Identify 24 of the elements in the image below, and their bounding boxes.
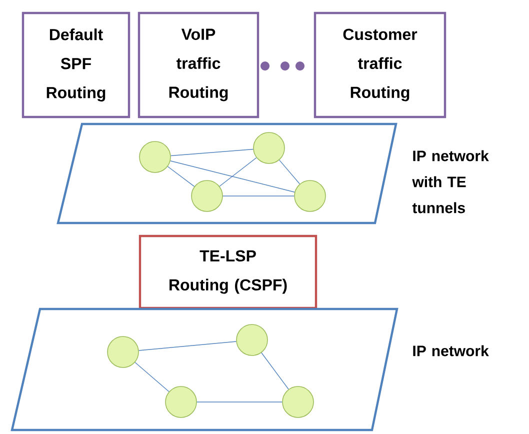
routing-box: TE-LSP Routing (CSPF) bbox=[138, 234, 318, 310]
link-line bbox=[138, 341, 237, 351]
router-circle bbox=[139, 141, 171, 173]
routing-box: Default SPF Routing bbox=[22, 12, 130, 118]
router-circle bbox=[107, 336, 139, 368]
link-line bbox=[219, 157, 257, 187]
router-circle bbox=[253, 132, 285, 164]
node-label: IP network bbox=[413, 345, 489, 356]
link-line bbox=[167, 166, 195, 187]
router-circle bbox=[165, 386, 197, 418]
routing-box: Customer traffic Routing bbox=[314, 12, 446, 118]
router-circle bbox=[236, 324, 268, 356]
node-label: IP network with TE tunnels bbox=[412, 150, 489, 214]
link-line bbox=[170, 160, 295, 192]
link-line bbox=[261, 352, 289, 390]
router-circle bbox=[282, 386, 314, 418]
network-plane: IP network with TE tunnels bbox=[56, 122, 489, 224]
router-circle bbox=[191, 180, 223, 212]
link-line bbox=[170, 148, 254, 156]
routing-box: VoIP traffic Routing bbox=[138, 12, 260, 118]
link-line bbox=[134, 362, 170, 392]
link-line bbox=[278, 160, 300, 184]
router-circle bbox=[294, 180, 326, 212]
network-plane: IP network bbox=[10, 308, 489, 432]
